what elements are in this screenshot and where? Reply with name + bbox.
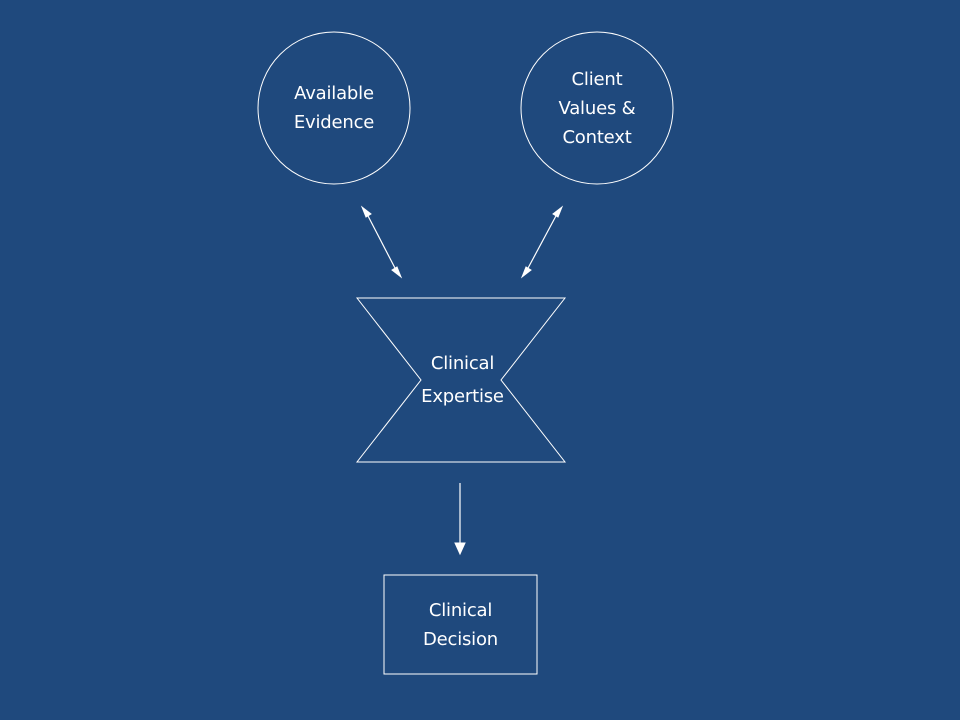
client-values-line1: Client [571, 68, 623, 90]
available-evidence-line1: Available [294, 83, 374, 104]
expertise-decision-arrow [454, 483, 466, 556]
clinical-expertise-line1: Clinical [430, 353, 495, 374]
available-evidence-line2: Evidence [293, 112, 375, 133]
client-values-line2: Values & [558, 97, 636, 119]
client-values-line3: Context [562, 126, 632, 148]
client-values-circle [520, 31, 674, 185]
available-evidence-label: Available Evidence [258, 31, 410, 185]
clinical-decision-line2: Decision [422, 629, 499, 650]
clinical-decision-box [383, 574, 538, 675]
clinical-decision-label: Clinical Decision [384, 576, 537, 674]
available-evidence-circle [257, 31, 411, 185]
clinical-expertise-line2: Expertise [421, 386, 504, 407]
client-values-label: Client Values & Context [521, 31, 673, 185]
client-expertise-arrow [520, 205, 564, 279]
clinical-expertise-label: Clinical Expertise [380, 330, 545, 430]
evidence-expertise-arrow [360, 205, 403, 279]
clinical-decision-line1: Clinical [428, 600, 493, 621]
clinical-expertise-shape [355, 297, 567, 463]
